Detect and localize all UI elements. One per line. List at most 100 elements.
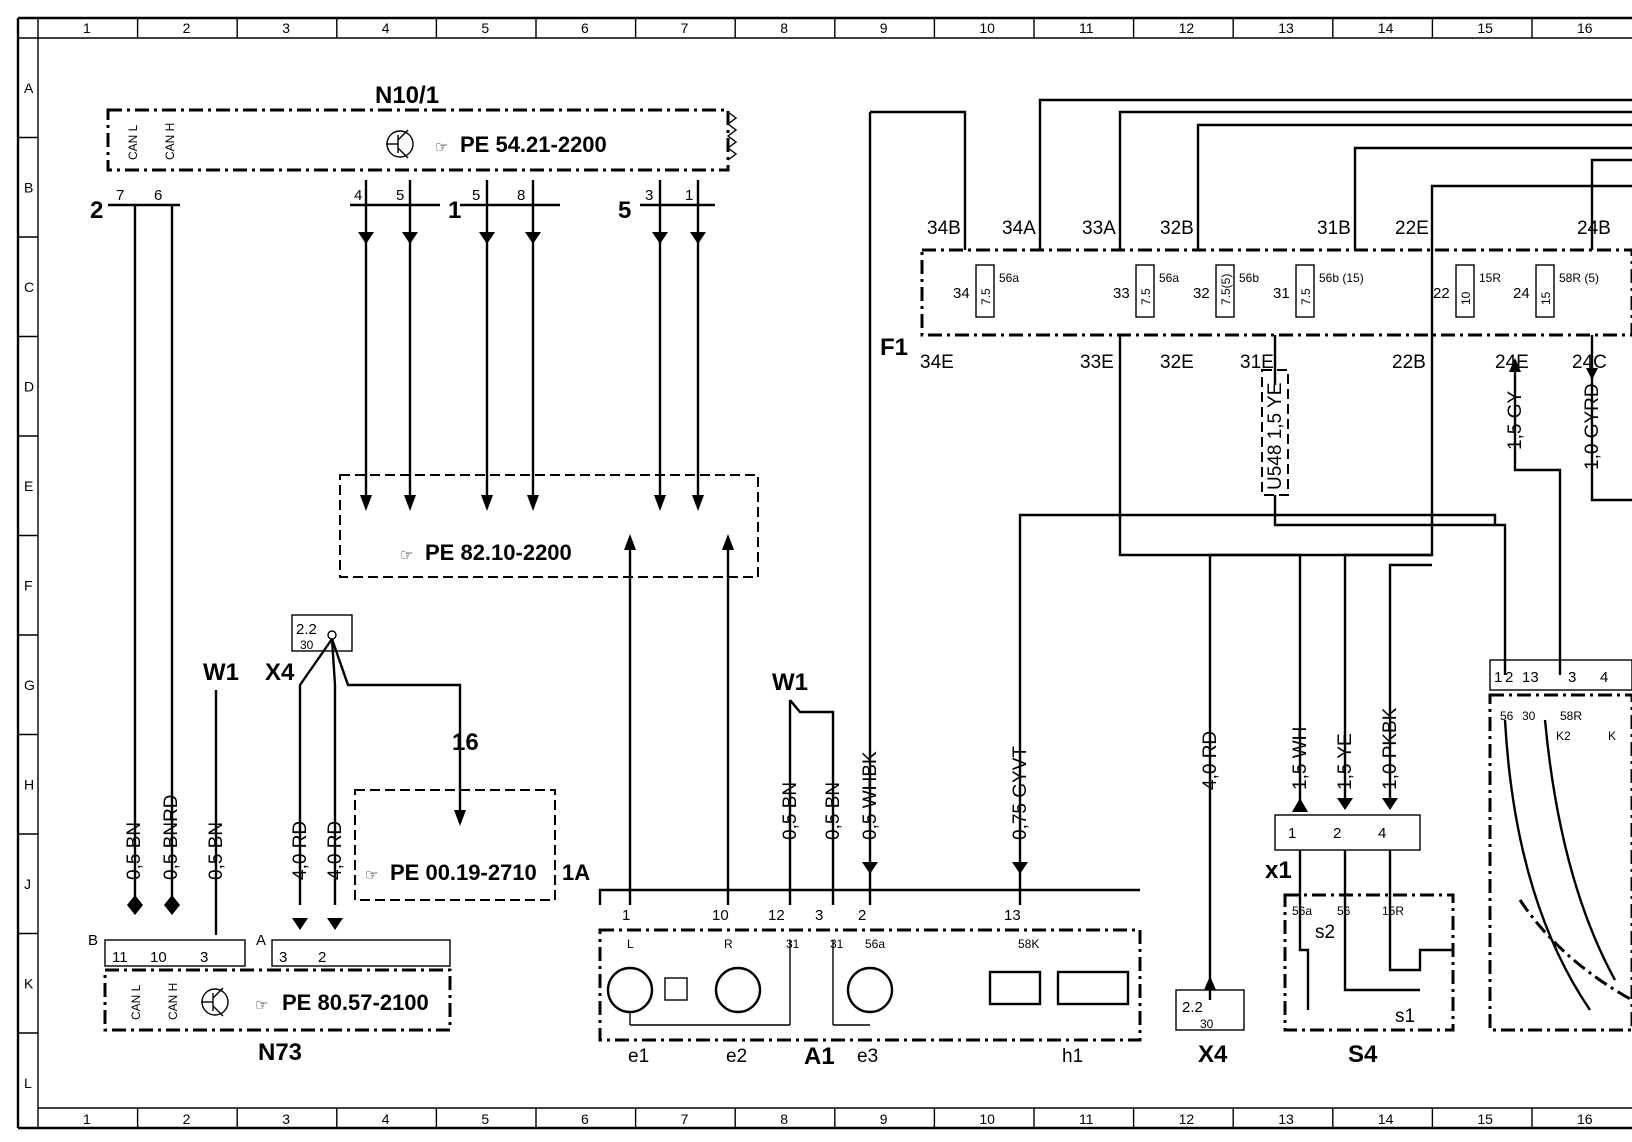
row-label-G: G [24, 677, 35, 693]
x1-2-wire: 1,5 YE [1335, 733, 1356, 790]
reference-hand-icon: ☞ [400, 547, 413, 564]
f1-bottom-31E: 31E [1240, 352, 1274, 373]
fuse-value-33: 7.5 [1139, 288, 1153, 305]
fuse-32 [1215, 264, 1235, 318]
fuse-22 [1455, 264, 1475, 318]
fuse-term-22: 15R [1479, 271, 1501, 285]
x4-rd-wire: 4,0 RD [1200, 731, 1221, 790]
n73-can-l: CAN L [129, 984, 143, 1020]
column-label-bottom-7: 7 [681, 1111, 689, 1127]
a1-cluster[interactable]: 1 10 12 3 2 13 L R 31 31 56a 58K e1 e2 A… [598, 888, 1142, 1070]
fuse-34 [975, 264, 995, 318]
n73-can-h: CAN H [166, 983, 180, 1020]
x4-top-pin: 30 [300, 638, 314, 652]
rb-pin-13: 13 [1522, 669, 1539, 686]
f1-top-34B: 34B [927, 218, 961, 239]
row-label-J: J [24, 876, 31, 892]
n73-module[interactable]: B A 11 10 3 3 2 CAN L CAN H ☞ PE 80.57-2… [88, 932, 452, 1066]
f1-top-34A: 34A [1002, 218, 1036, 239]
column-label-12: 12 [1179, 20, 1195, 36]
can-h-pin-label: CAN H [163, 123, 177, 160]
pin-6: 6 [154, 187, 162, 204]
w1-mid-label: W1 [772, 669, 808, 696]
column-label-4: 4 [382, 20, 390, 36]
column-label-bottom-5: 5 [481, 1111, 489, 1127]
x4-top-number: 2.2 [296, 621, 317, 638]
n73-pin-10: 10 [150, 949, 167, 966]
column-label-bottom-8: 8 [780, 1111, 788, 1127]
rb-term-56: 56 [1500, 709, 1514, 723]
column-label-2: 2 [183, 20, 191, 36]
fuse-number-34: 34 [953, 285, 970, 302]
pe-00-box[interactable]: ☞ PE 00.19-2710 1A [354, 789, 590, 901]
column-label-bottom-11: 11 [1079, 1111, 1094, 1127]
group-2: 2 [90, 197, 103, 224]
fuse-31 [1295, 264, 1315, 318]
x4-bottom-number: 2.2 [1182, 999, 1203, 1016]
row-label-B: B [24, 180, 33, 196]
n73-pin-11: 11 [112, 949, 128, 966]
a1-sub-l: L [627, 937, 634, 951]
pe-82-box[interactable]: ☞ PE 82.10-2200 [339, 474, 759, 578]
fuse-value-34: 7.5 [979, 288, 993, 305]
column-label-bottom-3: 3 [282, 1111, 290, 1127]
s4-switch[interactable]: 1 2 4 x1 56a 56 15R s2 s1 S4 [1265, 814, 1455, 1068]
fuse-value-31: 7.5 [1299, 288, 1313, 305]
reference-hand-icon: ☞ [365, 867, 378, 884]
a1-pin-3: 3 [815, 907, 823, 924]
rb-pin-2: 2 [1505, 669, 1513, 686]
x4-bottom-pin: 30 [1200, 1017, 1214, 1031]
pin-5b: 5 [472, 187, 480, 204]
x4-bottom-label: X4 [1198, 1041, 1228, 1068]
x1-4-wire: 1,0 PKBK [1380, 707, 1401, 790]
n73-pin-3: 3 [200, 949, 208, 966]
s4-term-15r: 15R [1382, 904, 1404, 918]
x4-bottom-connector[interactable]: 2.2 30 X4 [1175, 976, 1245, 1068]
n10-1-module[interactable]: N10/1 ☞ PE 54.21-2200 CAN L CAN H 7 6 4 … [90, 82, 738, 224]
column-label-15: 15 [1477, 20, 1493, 36]
fuse-number-22: 22 [1433, 285, 1450, 302]
f1-top-33A: 33A [1082, 218, 1116, 239]
a1-sub-r: R [724, 937, 733, 951]
s2-label: s2 [1315, 922, 1335, 943]
a1-label: A1 [804, 1043, 835, 1070]
f1-top-22E: 22E [1395, 218, 1429, 239]
row-label-L: L [24, 1075, 32, 1091]
column-label-3: 3 [282, 20, 290, 36]
fuse-number-31: 31 [1273, 285, 1290, 302]
rb-pin-4: 4 [1600, 669, 1608, 686]
left-wiring: W1 0,5 BN 0,5 BNRD 0,5 BN 4,0 RD 4,0 RD [124, 205, 346, 935]
x1-1-wire: 1,5 WH [1290, 727, 1311, 790]
fuse-33 [1135, 264, 1155, 318]
pin-3: 3 [645, 187, 653, 204]
f1-top-31B: 31B [1317, 218, 1351, 239]
a1-sub-56a: 56a [865, 937, 885, 951]
right-block[interactable]: 1 2 13 3 4 56 30 58R K2 K [1488, 659, 1632, 1032]
fuse-term-31: 56b (15) [1319, 271, 1364, 285]
n73-connector-a: A [256, 932, 266, 949]
f1-bottom-24C: 24C [1572, 352, 1607, 373]
a1-pin-10: 10 [712, 907, 729, 924]
w1-left-label: W1 [203, 659, 239, 686]
pin-1: 1 [685, 187, 693, 204]
x4-top-count: 16 [452, 729, 479, 756]
can-h-wire: 0,5 BNRD [161, 794, 182, 880]
column-label-bottom-14: 14 [1378, 1111, 1394, 1127]
x4-top-connector[interactable]: 2.2 30 X4 16 [265, 614, 479, 905]
fuse-24 [1535, 264, 1555, 318]
left-turn-icon [606, 966, 654, 1014]
column-label-bottom-12: 12 [1179, 1111, 1195, 1127]
a1-3-wire: 0,5 BN [823, 782, 844, 840]
f1-top-24B: 24B [1577, 218, 1611, 239]
column-label-bottom-4: 4 [382, 1111, 390, 1127]
a1-pin-13: 13 [1004, 907, 1021, 924]
column-label-10: 10 [979, 20, 995, 36]
rb-pin-1: 1 [1494, 669, 1502, 686]
n73-label: N73 [258, 1039, 302, 1066]
fuse-number-33: 33 [1113, 285, 1130, 302]
e1-label: e1 [628, 1046, 649, 1067]
